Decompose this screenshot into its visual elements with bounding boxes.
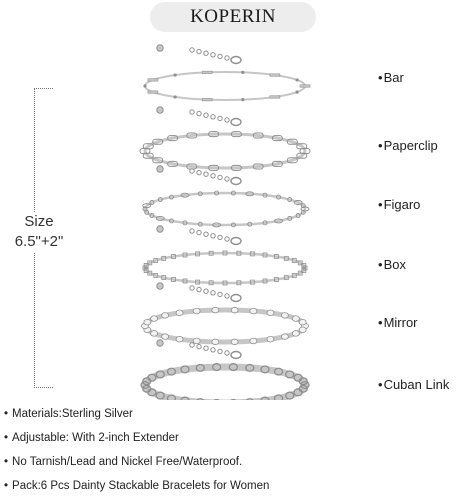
bracelet-figaro-icon	[143, 166, 309, 227]
bracelet-mirror-icon	[142, 283, 309, 345]
style-label-text: Paperclip	[384, 138, 438, 153]
style-label-text: Box	[384, 257, 406, 272]
spec-item: •Adjustable: With 2-inch Extender	[4, 426, 459, 450]
style-label-text: Cuban Link	[384, 377, 450, 392]
bracelet-cuban-link-icon	[141, 340, 309, 400]
style-label-text: Figaro	[384, 197, 421, 212]
style-label-box: •Box	[378, 257, 406, 272]
style-label-cuban-link: •Cuban Link	[378, 377, 449, 392]
bracelet-paperclip-icon	[140, 107, 310, 171]
style-label-paperclip: •Paperclip	[378, 138, 438, 153]
bracelet-box-icon	[143, 226, 307, 285]
spec-item: •Pack:6 Pcs Dainty Stackable Bracelets f…	[4, 474, 459, 498]
style-label-figaro: •Figaro	[378, 197, 420, 212]
style-label-text: Mirror	[384, 315, 418, 330]
style-label-text: Bar	[384, 70, 404, 85]
bracelet-bar-icon	[143, 45, 310, 101]
product-specs: •Materials:Sterling Silver •Adjustable: …	[4, 402, 459, 498]
style-label-bar: •Bar	[378, 70, 404, 85]
spec-item: •Materials:Sterling Silver	[4, 402, 459, 426]
style-label-mirror: •Mirror	[378, 315, 418, 330]
spec-item: •No Tarnish/Lead and Nickel Free/Waterpr…	[4, 450, 459, 474]
